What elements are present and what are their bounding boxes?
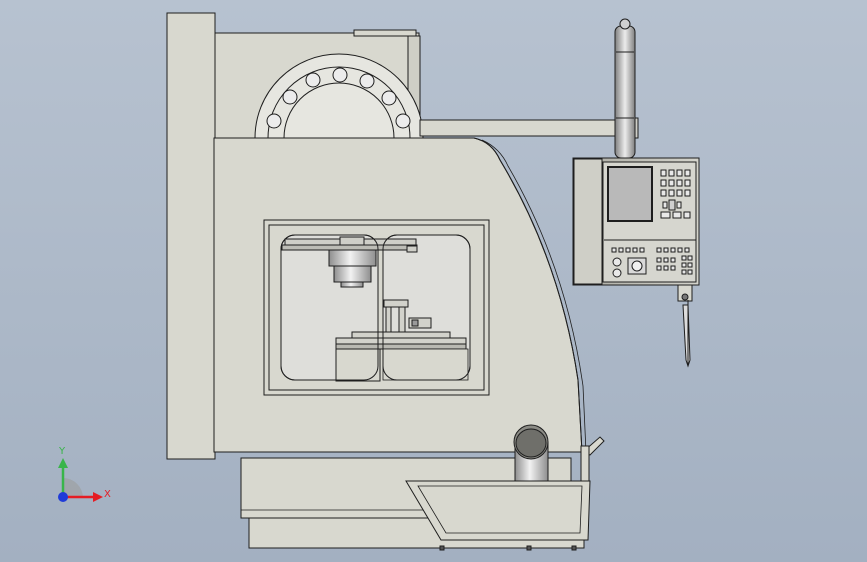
tool-pocket (395, 113, 411, 129)
pendant-lower-keys[interactable] (611, 247, 693, 278)
chip-tray[interactable] (405, 480, 591, 541)
left-frame-column (166, 12, 216, 460)
pendant-screen (607, 166, 653, 222)
tool-pocket (266, 113, 282, 129)
z-axis-dot-icon (58, 492, 68, 502)
pendant-keypad[interactable] (660, 169, 691, 219)
coolant-nozzle (513, 424, 549, 483)
coordinate-triad: X Y (58, 446, 111, 502)
control-pendant (572, 157, 700, 286)
tool-pocket (305, 72, 321, 88)
machine-table (335, 331, 469, 382)
tool-pocket (332, 67, 348, 83)
x-axis-arrow-icon (93, 492, 103, 502)
y-axis-label: Y (58, 446, 66, 457)
tool-pocket (359, 73, 375, 89)
spindle-assembly (281, 236, 418, 288)
y-axis-arrow-icon (58, 458, 68, 468)
pendant-arm (419, 119, 639, 137)
pole-cap (619, 18, 631, 30)
handwheel-probe[interactable] (677, 284, 693, 368)
x-axis-label: X (104, 489, 111, 500)
machine-body (166, 12, 700, 551)
tool-pocket (381, 90, 397, 106)
pendant-pole (614, 25, 636, 159)
tool-pocket (282, 89, 298, 105)
housing-cap (353, 29, 417, 37)
tool-magazine (254, 53, 424, 139)
